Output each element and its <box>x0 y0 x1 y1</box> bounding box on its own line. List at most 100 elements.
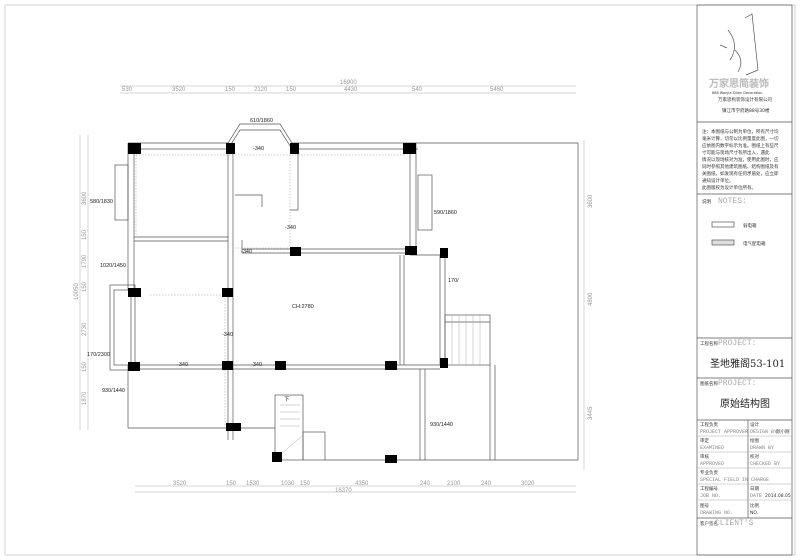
drawing-label: NOTES: <box>718 197 747 206</box>
drawing-label: 240 <box>420 481 431 487</box>
drawing-label: 1030 <box>281 481 295 487</box>
drawing-label: PROJECT APPROVER <box>700 429 748 435</box>
drawing-label: CH:2780 <box>292 304 314 310</box>
walls <box>109 123 579 461</box>
exterior-stair <box>444 314 496 460</box>
drawing-label: 专业负责 <box>700 469 718 476</box>
drawing-label: 颜小刚 <box>776 428 790 435</box>
drawing-label: 工程编号 <box>700 485 718 492</box>
drawing-label: 16370 <box>335 488 352 494</box>
drawing-label: 5460 <box>490 87 504 93</box>
drawing-label: 万家思简装饰 <box>708 77 769 90</box>
structural-columns <box>128 143 448 463</box>
drawing-label: 3520 <box>172 87 186 93</box>
drawing-label: 150 <box>82 361 88 372</box>
drawing-label: 580/1830 <box>90 199 113 205</box>
drawing-label: PROJECT: <box>718 339 756 348</box>
drawing-label: DESIGN BY <box>750 429 777 435</box>
drawing-label: 3600 <box>588 194 594 208</box>
drawing-label: -340 <box>177 362 188 368</box>
drawing-label: 审定 <box>700 437 709 444</box>
drawing-label: 工程名称 <box>700 340 718 347</box>
drawing-label: 万家思构装饰设计有限公司 <box>718 96 772 103</box>
drawing-label: 4430 <box>344 87 358 93</box>
drawing-label: 3600 <box>82 191 88 205</box>
drawing-label: 应依图内数字标示为准。图纸上有些尺 <box>702 142 779 149</box>
drawing-label: 530 <box>122 87 133 93</box>
title-block-frame <box>696 4 793 556</box>
drawing-label: -340 <box>222 332 233 338</box>
drawing-label: -340 <box>251 362 262 368</box>
drawing-label: 1530 <box>246 481 260 487</box>
drawing-label: 注：本图纸与公制为单位，所有尺寸均 <box>702 128 779 135</box>
drawing-label: CHECKED BY <box>750 461 780 467</box>
left-dimensions: 10050 3600 150 1790 150 2730 150 1870 <box>74 135 89 430</box>
drawing-label: 比例 <box>750 502 759 509</box>
drawing-label: 1020/1450 <box>100 263 126 269</box>
drawing-label: 240 <box>481 481 492 487</box>
drawing-label: 设计 <box>750 421 759 428</box>
drawing-label: 3445 <box>588 406 594 420</box>
drawing-label: NO. <box>750 510 758 516</box>
drawing-label: 150 <box>300 481 311 487</box>
title-block: 万家思简装饰 888 Wanjia Sijian Decoration 万家思构… <box>697 13 792 528</box>
drawing-label: 此图版权为设计单位所有。 <box>702 184 756 191</box>
drawing-label: 1870 <box>82 391 88 405</box>
drawing-label: 930/1440 <box>430 422 453 428</box>
drawing-label: 170/2300 <box>87 352 110 358</box>
drawing-label: 150 <box>226 481 237 487</box>
drawing-label: 图号 <box>700 503 709 509</box>
drawing-label: 16900 <box>340 80 357 86</box>
bottom-dimensions: 3520 150 1530 1030 150 4350 240 2100 240… <box>135 481 576 494</box>
drawing-label: 4800 <box>588 292 594 306</box>
drawing-label: EXAMINED <box>700 445 724 451</box>
drawing-label: 客户签名 <box>700 520 718 527</box>
drawing-label: JOB NO. <box>700 493 721 499</box>
notes-text: 注：本图纸与公制为单位，所有尺寸均 毫米计算，切勿以比例量度此图，一切 应依图内… <box>702 128 779 191</box>
drawing-label: 2730 <box>82 322 88 336</box>
drawing-label: 2120 <box>254 87 268 93</box>
drawing-label: 镇江市学府路88号30楼 <box>722 107 770 114</box>
drawing-label: 寸可能与现场尺寸有所出入，遇此 <box>702 149 770 156</box>
interior-stair: 下 <box>274 394 326 461</box>
plan-annotations: 610/1860 580/1830 590/1860 1020/1450 170… <box>87 118 459 428</box>
drawing-label: 3520 <box>173 481 187 487</box>
drawing-label: 2014.08.05 <box>765 493 791 499</box>
drawing-label: 毫米计算，切勿以比例量度此图，一切 <box>702 135 779 142</box>
drawing-label: 4350 <box>355 481 369 487</box>
drawing-label: DRAWING NO. <box>700 510 733 516</box>
drawing-label: 150 <box>82 281 88 292</box>
drawing-label: -340 <box>253 146 264 152</box>
right-dimensions: 3600 4800 3445 <box>583 140 594 470</box>
drawing-label: 540 <box>412 87 423 93</box>
drawing-label: 930/1440 <box>102 388 125 394</box>
drawing-label: 日期 <box>750 486 759 492</box>
drawing-label: 3020 <box>521 481 535 487</box>
distribution-box-symbol <box>711 239 735 246</box>
top-dimensions: 16900 530 3520 150 2120 150 4430 540 546… <box>120 80 576 94</box>
drawing-label: 150 <box>82 229 88 240</box>
drawing-label: 情况以现场核对为准，使用此图时，应 <box>702 156 779 163</box>
drawing-label: 电气配电箱 <box>743 240 766 247</box>
drawing-label: 校对 <box>750 453 759 460</box>
drawing-label: 610/1860 <box>250 118 273 124</box>
drawing-label: 888 Wanjia Sijian Decoration <box>712 91 762 95</box>
drawing-label: 2100 <box>447 481 461 487</box>
drawing-label: 150 <box>225 87 236 93</box>
drawing-label: 绘图 <box>750 437 759 444</box>
drawing-label: 通知设计单位。 <box>702 177 734 184</box>
drawing-label: 同时参照其他建筑图纸、结构图纸及有 <box>702 163 779 170</box>
drawing-label: 工程负责 <box>700 421 718 428</box>
drawing-label: -340 <box>241 249 252 255</box>
drawing-label: 590/1860 <box>434 210 457 216</box>
sheet-border <box>4 4 796 556</box>
drawing-label: APPROVED <box>700 461 724 467</box>
weak-current-box-symbol <box>711 221 735 228</box>
drawing-label: 关图纸，如发现有任何矛盾处，应立即 <box>702 170 779 177</box>
drawing-label: 170/ <box>448 278 459 284</box>
drawing-label: 说明 <box>702 198 711 205</box>
drawing-label: 圣地雅阁53-101 <box>710 357 785 370</box>
drawing-label: 1790 <box>82 254 88 268</box>
